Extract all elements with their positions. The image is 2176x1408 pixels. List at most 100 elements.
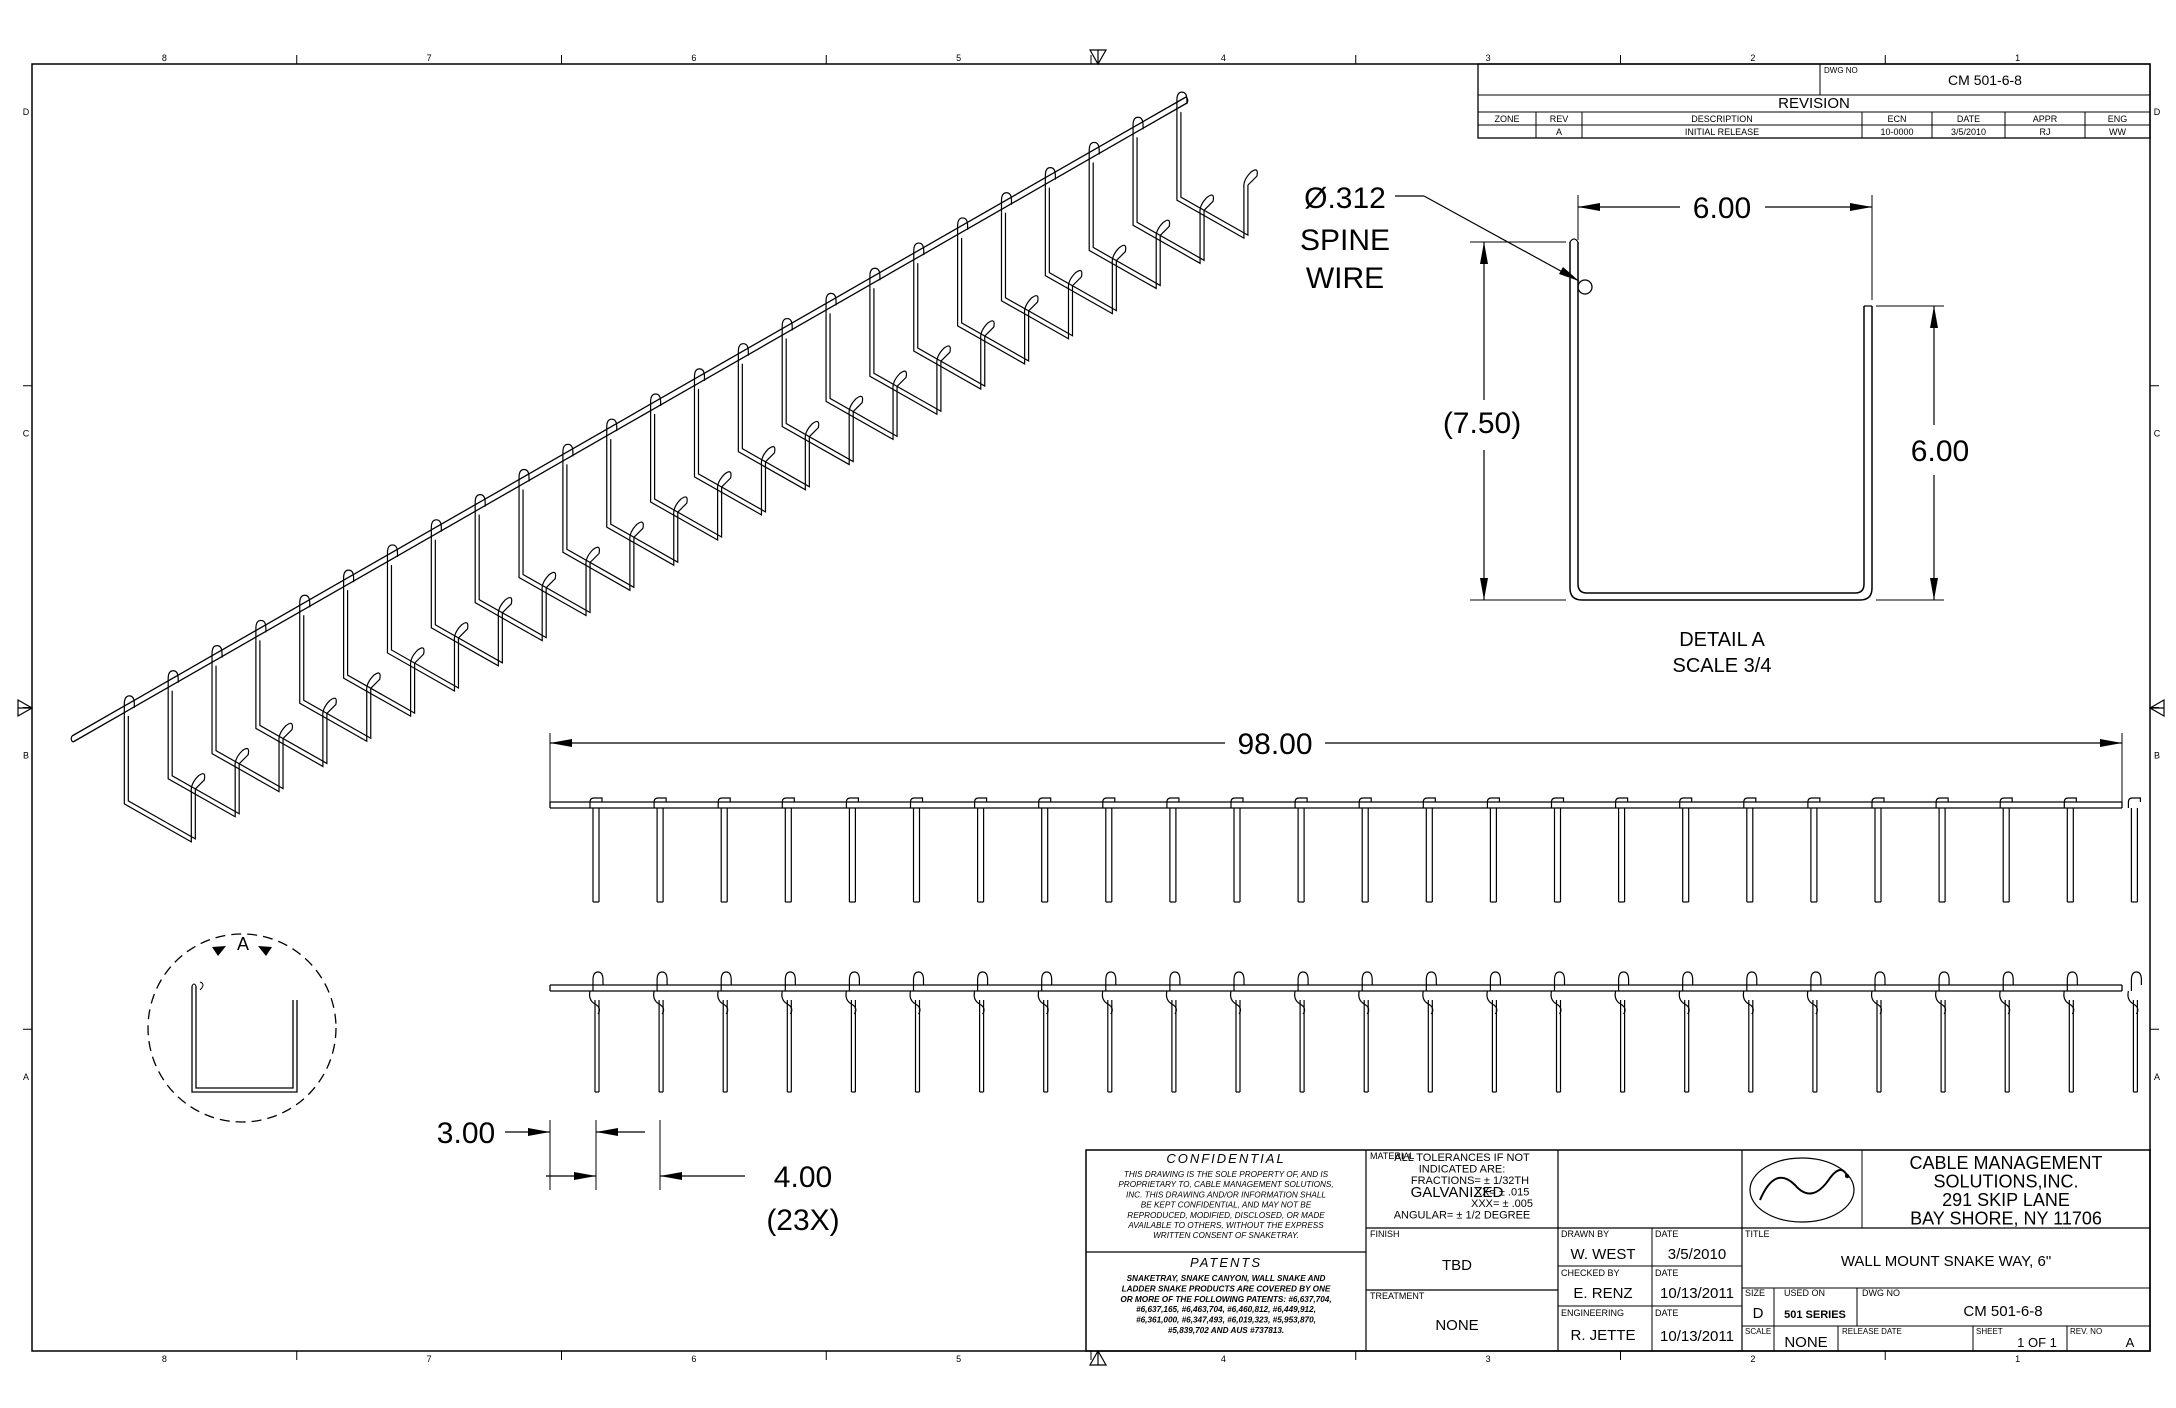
- rev-no-label: REV. NO: [2070, 1327, 2102, 1336]
- top-view-hanger: [1038, 797, 1052, 903]
- iso-view-hanger: [606, 418, 688, 567]
- top-view-hanger: [909, 797, 924, 903]
- front-view-hanger: [1550, 971, 1566, 1093]
- title-block: CONFIDENTIAL THIS DRAWING IS THE SOLE PR…: [1085, 1149, 2151, 1352]
- top-view-hanger: [2063, 797, 2077, 903]
- iso-view-hanger: [299, 594, 381, 743]
- confidential-line: REPRODUCED, MODIFIED, DISCLOSED, OR MADE: [1127, 1211, 1325, 1220]
- confidential-line: BE KEPT CONFIDENTIAL, AND MAY NOT BE: [1141, 1201, 1312, 1210]
- size-label: SIZE: [1745, 1288, 1765, 1298]
- zone-col-label-bottom: 7: [427, 1354, 432, 1364]
- zone-col-label-top: 8: [162, 53, 167, 63]
- front-view-hanger: [717, 971, 732, 1093]
- detail-width-dimension: 6.00: [1693, 192, 1751, 225]
- detail-caption-2: SCALE 3/4: [1673, 655, 1772, 677]
- zone-row-label-right: B: [2154, 750, 2160, 760]
- zone-col-label-bottom: 3: [1486, 1354, 1491, 1364]
- zone-col-label-top: 1: [2015, 53, 2020, 63]
- front-view-hanger: [1614, 971, 1630, 1093]
- top-view-hanger: [781, 797, 795, 903]
- center-mark-left: [17, 698, 34, 718]
- confidential-line: THIS DRAWING IS THE SOLE PROPERTY OF, AN…: [1124, 1170, 1329, 1179]
- iso-view-hanger: [430, 519, 513, 667]
- zone-col-label-top: 2: [1750, 53, 1755, 63]
- iso-view-hanger: [869, 267, 951, 416]
- border-zone-ticks: [23, 55, 2159, 1360]
- top-view-hanger: [1486, 797, 1500, 903]
- front-view: [549, 971, 2142, 1093]
- patent-line: OR MORE OF THE FOLLOWING PATENTS: #6,637…: [1120, 1295, 1331, 1304]
- title-value: WALL MOUNT SNAKE WAY, 6": [1841, 1253, 2051, 1270]
- confidential-line: WRITTEN CONSENT OF SNAKETRAY.: [1153, 1231, 1299, 1240]
- zone-row-label-right: C: [2154, 429, 2161, 439]
- front-view-hanger: [588, 971, 604, 1093]
- iso-view-hanger: [693, 368, 776, 516]
- company-logo: [1749, 1157, 1855, 1223]
- front-view-hanger: [1870, 971, 1886, 1093]
- top-view-hanger: [1935, 797, 1949, 903]
- iso-view-hanger: [343, 569, 425, 718]
- front-view-hanger: [1486, 971, 1501, 1093]
- revision-header-cell: APPR: [2033, 114, 2058, 124]
- eng-date-value: 10/13/2011: [1660, 1328, 1734, 1345]
- zone-row-label-left: B: [23, 750, 29, 760]
- detail-callout: A: [147, 933, 337, 1123]
- front-view-hanger: [781, 971, 796, 1093]
- revision-row-cell: RJ: [2040, 127, 2051, 137]
- revision-title: REVISION: [1778, 95, 1850, 112]
- end-offset-dimension-text: 3.00: [437, 1117, 495, 1150]
- iso-view-hanger: [1044, 166, 1127, 315]
- front-view-hanger: [909, 971, 925, 1093]
- spine-wire-label-2: SPINE: [1300, 224, 1390, 257]
- front-view-hanger: [653, 971, 668, 1093]
- detail-caption-1: DETAIL A: [1679, 629, 1765, 651]
- zone-col-label-top: 5: [956, 53, 961, 63]
- iso-view-hanger: [957, 217, 1039, 365]
- top-view-hanger: [974, 797, 988, 903]
- finish-label: FINISH: [1370, 1229, 1400, 1239]
- release-date-label: RELEASE DATE: [1842, 1327, 1902, 1336]
- sheet-value: 1 OF 1: [2017, 1335, 2057, 1350]
- top-view-hanger: [717, 797, 731, 903]
- confidential-line: INC. THIS DRAWING AND/OR INFORMATION SHA…: [1126, 1190, 1326, 1199]
- iso-view-hanger: [386, 544, 469, 692]
- zone-col-label-bottom: 1: [2015, 1354, 2020, 1364]
- center-mark-top: [1088, 49, 1108, 66]
- front-view-hanger: [1101, 971, 1117, 1093]
- iso-view-hanger: [825, 292, 908, 441]
- tolerance-line: INDICATED ARE:: [1419, 1164, 1506, 1176]
- detail-a: Ø.312 SPINE WIRE 6.00 (7.50) 6.00 DETAIL…: [1300, 182, 1969, 677]
- detail-callout-label: A: [237, 934, 249, 954]
- zone-col-label-top: 7: [427, 53, 432, 63]
- company-line: 291 SKIP LANE: [1942, 1190, 2070, 1210]
- iso-view-hanger: [781, 317, 864, 466]
- front-view-hanger: [1678, 971, 1694, 1093]
- detail-right-dimension: 6.00: [1911, 435, 1969, 468]
- front-view-hanger: [2063, 971, 2078, 1093]
- front-view-hanger: [845, 971, 860, 1093]
- drawing-border: [31, 63, 2151, 1352]
- patent-line: LADDER SNAKE PRODUCTS ARE COVERED BY ONE: [1122, 1284, 1331, 1293]
- front-view-hanger: [1422, 971, 1437, 1093]
- revision-row-cell: WW: [2109, 127, 2126, 137]
- confidential-title: CONFIDENTIAL: [1166, 1151, 1285, 1166]
- iso-view-hanger: [123, 695, 206, 843]
- rev-no-value: A: [2126, 1335, 2135, 1350]
- front-view-hanger: [1806, 971, 1822, 1093]
- top-view-hanger: [589, 797, 603, 903]
- revision-row-cell: 3/5/2010: [1951, 127, 1986, 137]
- title-label: TITLE: [1745, 1229, 1770, 1239]
- revision-header-cell: DESCRIPTION: [1691, 114, 1753, 124]
- patent-line: #5,839,702 AND AUS #737813.: [1168, 1326, 1284, 1335]
- front-view-hanger: [1358, 971, 1373, 1093]
- top-view-hanger: [2127, 797, 2141, 903]
- top-view-hanger: [1743, 797, 1757, 903]
- drawn-by-value: W. WEST: [1571, 1246, 1636, 1263]
- iso-view-hanger: [1000, 192, 1083, 340]
- center-mark-right: [2148, 698, 2165, 718]
- company-line: BAY SHORE, NY 11706: [1910, 1209, 2102, 1229]
- front-view-hanger: [1165, 971, 1181, 1093]
- front-view-hanger: [1742, 971, 1758, 1093]
- revision-dwg-no: CM 501-6-8: [1948, 72, 2022, 88]
